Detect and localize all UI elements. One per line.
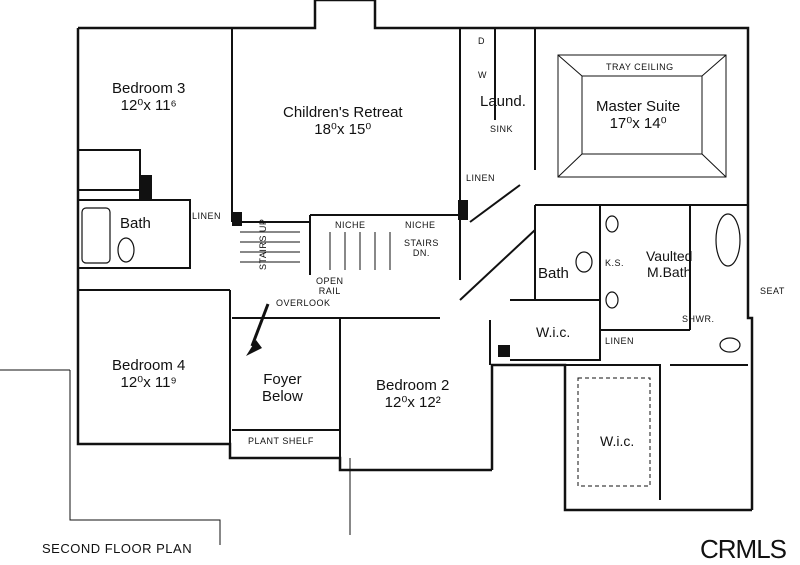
tray-ceiling-label: TRAY CEILING (606, 62, 674, 72)
room-laundry: Laund. (480, 93, 526, 110)
wic-shelf-outline (577, 377, 651, 487)
interior-walls (78, 28, 748, 500)
site-lines (0, 369, 351, 545)
room-bath-left: Bath (120, 215, 151, 232)
watermark-text: CRMLS (700, 534, 787, 564)
room-bedroom-2: Bedroom 2 12⁰x 12² (376, 377, 450, 412)
note-linen-mid: LINEN (466, 173, 496, 183)
room-master-suite: Master Suite 17⁰x 14⁰ (596, 98, 681, 133)
room-wic-large: W.i.c. (600, 433, 635, 449)
note-stairs-up: STAIRS UP (258, 218, 268, 270)
room-childrens-retreat: Children's Retreat 18⁰x 15⁰ (283, 104, 403, 139)
tray-ceiling-outline (557, 54, 727, 178)
room-bath-mid: Bath (538, 265, 569, 282)
note-washer: W (478, 70, 487, 80)
note-ks: K.S. (605, 258, 625, 268)
wall-columns (140, 175, 510, 357)
fixtures (81, 207, 741, 353)
note-overlook: OVERLOOK (276, 298, 331, 308)
note-shwr: SHWR. (682, 314, 715, 324)
room-wic-small: W.i.c. (536, 324, 571, 340)
note-dryer: D (478, 36, 485, 46)
room-foyer-below: Foyer Below (262, 371, 303, 406)
stair-treads (240, 231, 391, 270)
overlook-arrow (246, 303, 270, 356)
note-linen-left: LINEN (192, 211, 222, 221)
note-open-rail: OPEN RAIL (316, 276, 344, 297)
note-stairs-dn: STAIRS DN. (404, 238, 439, 259)
note-niche-2: NICHE (405, 220, 436, 230)
note-sink: SINK (490, 124, 514, 134)
room-bedroom-4: Bedroom 4 12⁰x 11⁹ (112, 357, 186, 392)
note-niche-1: NICHE (335, 220, 366, 230)
room-bedroom-3: Bedroom 3 12⁰x 11⁶ (112, 80, 186, 115)
note-seat: SEAT (760, 286, 785, 296)
room-vaulted-bath: Vaulted M.Bath (646, 248, 693, 281)
note-linen-bottom: LINEN (605, 336, 635, 346)
note-plant-shelf: PLANT SHELF (248, 436, 314, 446)
plan-caption: SECOND FLOOR PLAN (42, 541, 193, 556)
